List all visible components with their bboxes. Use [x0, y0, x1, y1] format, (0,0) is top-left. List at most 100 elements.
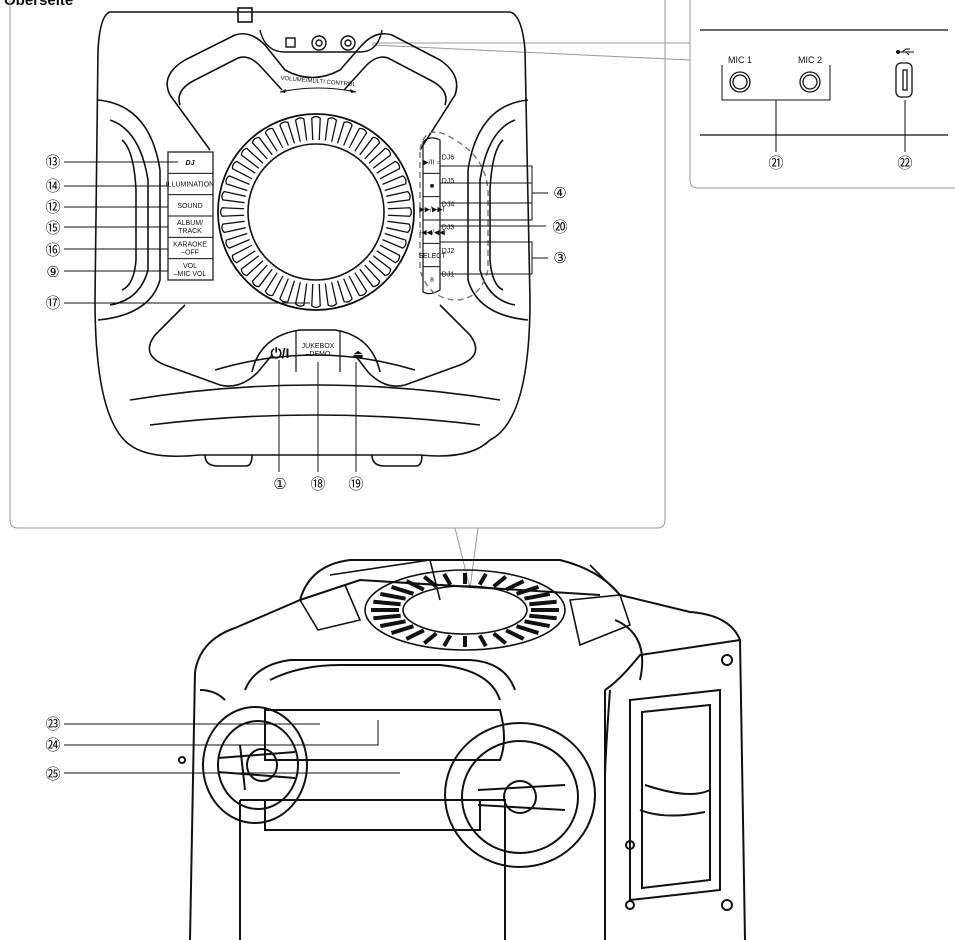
callout-20: ⑳	[552, 218, 567, 236]
usb-port	[895, 62, 913, 98]
usb-icon	[896, 48, 914, 56]
skip-back-button[interactable]: I◀◀/◀◀	[419, 230, 445, 237]
volume-dial[interactable]	[217, 113, 415, 311]
inset-frame-top-panel	[9, 0, 666, 529]
callout-17: ⑰	[45, 294, 60, 312]
inset-connector	[371, 42, 691, 61]
right-leaders	[440, 165, 548, 275]
product-dial-rib	[477, 634, 488, 648]
dial-rib	[324, 117, 338, 142]
dial-arrow	[279, 87, 357, 93]
callout-23: ㉓	[45, 715, 60, 733]
product-dial-rib	[405, 628, 425, 641]
mic2-jack	[340, 35, 356, 51]
product-dial-rib	[373, 613, 401, 621]
inset-frame-mic-panel	[689, 0, 955, 189]
vol-mic-vol-button[interactable]: VOL	[183, 263, 197, 270]
product-dial-rib	[442, 572, 453, 586]
dj-button[interactable]: DJ	[186, 160, 196, 167]
product-dial-rib	[390, 585, 414, 596]
power-button[interactable]: ⏻/I	[271, 345, 290, 361]
dial-rib	[240, 255, 264, 277]
dial-rib	[348, 272, 368, 297]
select-button[interactable]: SELECT	[418, 253, 446, 260]
product-dial-rib	[492, 631, 508, 645]
dial-rib	[240, 147, 264, 169]
dial-rib	[382, 175, 407, 192]
stop-dj-label: DJ5	[442, 178, 455, 185]
mic-panel	[700, 29, 948, 152]
dial-rib	[336, 121, 353, 146]
stop-button[interactable]: ■	[430, 183, 434, 190]
dial-rib	[376, 244, 401, 264]
dial-rib	[251, 136, 273, 160]
callout-15: ⑮	[45, 219, 60, 237]
top-panel	[94, 7, 531, 467]
product-dial-rib	[516, 585, 540, 596]
mic1-label: MIC 1	[728, 55, 752, 65]
product-dial-rib	[524, 591, 551, 601]
dial-rib	[221, 220, 246, 234]
product-dial-rib	[379, 591, 406, 601]
mic1-jack	[311, 35, 327, 51]
product-leaders	[64, 720, 400, 774]
product-top-dial	[298, 559, 631, 651]
callout-21: ㉑	[768, 154, 783, 172]
product-dial-rib	[477, 572, 488, 586]
product-dial-rib	[524, 619, 551, 629]
callout-12: ⑫	[45, 198, 60, 216]
jukebox-button-line1[interactable]: JUKEBOX	[302, 343, 335, 350]
callout-13: ⑬	[45, 153, 60, 171]
product-dial-rib	[422, 575, 438, 589]
skip-forward-button[interactable]: ▶▶/▶▶I	[419, 206, 444, 213]
dial-rib	[311, 115, 321, 141]
play-pause-dj-label: DJ6	[442, 155, 455, 162]
product-dial-rib	[505, 579, 525, 592]
skip-back-dj-label: DJ3	[442, 225, 455, 232]
inset-pointer	[454, 527, 479, 589]
sound-button[interactable]: SOUND	[177, 203, 202, 210]
callout-18: ⑱	[310, 475, 325, 493]
dial-rib	[264, 127, 284, 152]
product-dial-rib	[390, 624, 414, 635]
jukebox-button-line2[interactable]: –DEMO	[306, 351, 331, 358]
callout-19: ⑲	[348, 475, 363, 493]
dial-rib	[294, 117, 308, 142]
callout-3: ③	[553, 249, 566, 267]
callout-4: ④	[553, 184, 566, 202]
eject-button[interactable]: ⏏	[352, 347, 363, 361]
dial-rib	[279, 121, 296, 146]
vol-mic-vol-button[interactable]: –MIC VOL	[174, 271, 207, 278]
dial-rib	[359, 136, 381, 160]
dial-rib	[225, 175, 250, 192]
dial-rib	[225, 232, 250, 249]
bluetooth-button[interactable]: ʙ	[430, 276, 434, 283]
dial-rib	[251, 264, 273, 288]
callout-14: ⑭	[45, 177, 60, 195]
dial-rib	[324, 282, 338, 307]
product-dial-rib	[442, 634, 453, 648]
karaoke-off-button[interactable]: KARAOKE	[173, 242, 207, 249]
dial-rib	[294, 282, 308, 307]
dial-rib	[348, 127, 368, 152]
dial-rib	[386, 220, 411, 234]
dial-rib	[311, 283, 321, 309]
product-dial-rib	[373, 599, 401, 607]
karaoke-off-button[interactable]: –OFF	[181, 250, 199, 257]
dial-rib	[221, 190, 246, 204]
callout-25: ㉕	[45, 765, 60, 783]
dial-rib	[264, 272, 284, 297]
callout-24: ㉔	[45, 736, 60, 754]
dial-rib	[386, 190, 411, 204]
dial-rib	[279, 278, 296, 303]
mic2-port	[799, 71, 821, 93]
dial-rib	[359, 264, 381, 288]
album-track-button[interactable]: ALBUM/	[177, 220, 203, 227]
album-track-button[interactable]: TRACK	[178, 228, 202, 235]
left-button-column: DJ ILLUMINATION SOUND ALBUM/TRACK KARAOKE–OF…	[166, 151, 215, 281]
mic1-port	[729, 71, 751, 93]
illumination-button[interactable]: ILLUMINATION	[166, 182, 215, 189]
product-dial-rib	[516, 624, 540, 635]
play-pause-button[interactable]: ▶/II ○	[423, 160, 440, 167]
